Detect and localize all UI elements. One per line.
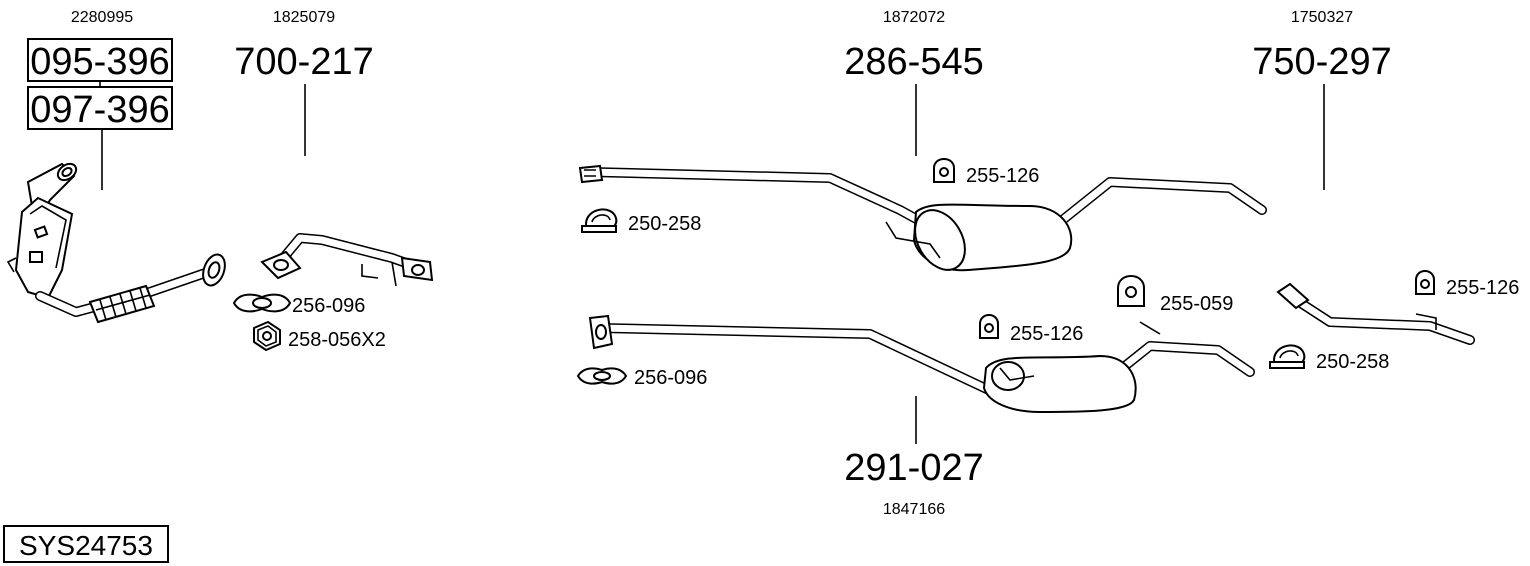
- part-number-catalyst-box-2[interactable]: 097-396: [27, 86, 173, 131]
- oem-number-rear-section: 1847166: [883, 501, 945, 518]
- accessory-gasket-rear: 256-096: [634, 367, 707, 389]
- nut-icon: [253, 320, 281, 352]
- oem-number-catalyst: 2280995: [71, 9, 133, 26]
- accessory-clamp-centre: 250-258: [628, 213, 701, 235]
- gasket-icon: [232, 293, 292, 313]
- part-number-catalyst-box-1[interactable]: 095-396: [27, 38, 173, 83]
- accessory-nut: 258-056X2: [288, 329, 386, 351]
- part-number-catalyst-2: 097-396: [30, 89, 169, 131]
- front-pipe-drawing[interactable]: [260, 233, 434, 287]
- rear-section-drawing[interactable]: [588, 314, 1255, 414]
- hanger-icon-rear: [979, 314, 999, 339]
- gasket-icon-rear: [576, 367, 628, 385]
- system-code: SYS24753: [19, 530, 153, 561]
- part-number-front-pipe[interactable]: 700-217: [234, 41, 373, 83]
- accessory-clamp-tail: 250-258: [1316, 351, 1389, 373]
- accessory-gasket-front: 256-096: [292, 295, 365, 317]
- tail-pipe-drawing[interactable]: [1276, 282, 1475, 345]
- hanger-icon-tail: [1415, 270, 1435, 295]
- part-number-rear-section[interactable]: 291-027: [844, 447, 983, 489]
- accessory-hanger-centre: 255-126: [966, 165, 1039, 187]
- catalyst-drawing[interactable]: [6, 161, 229, 324]
- accessory-hanger-rear: 255-126: [1010, 323, 1083, 345]
- hanger-icon: [933, 158, 955, 183]
- clamp-icon-tail: [1269, 344, 1306, 370]
- part-number-catalyst-1: 095-396: [30, 41, 169, 83]
- accessory-hanger-large: 255-059: [1160, 293, 1233, 315]
- clamp-icon: [581, 208, 618, 234]
- system-code-box: SYS24753: [3, 525, 169, 563]
- accessory-hanger-tail: 255-126: [1446, 277, 1519, 299]
- hanger-icon-rear-large: [1117, 275, 1145, 307]
- centre-silencer-drawing[interactable]: [578, 164, 1267, 279]
- oem-number-front-pipe: 1825079: [273, 9, 335, 26]
- oem-number-centre-silencer: 1872072: [883, 9, 945, 26]
- part-number-centre-silencer[interactable]: 286-545: [844, 41, 983, 83]
- oem-number-tail-pipe: 1750327: [1291, 9, 1353, 26]
- part-number-tail-pipe[interactable]: 750-297: [1252, 41, 1391, 83]
